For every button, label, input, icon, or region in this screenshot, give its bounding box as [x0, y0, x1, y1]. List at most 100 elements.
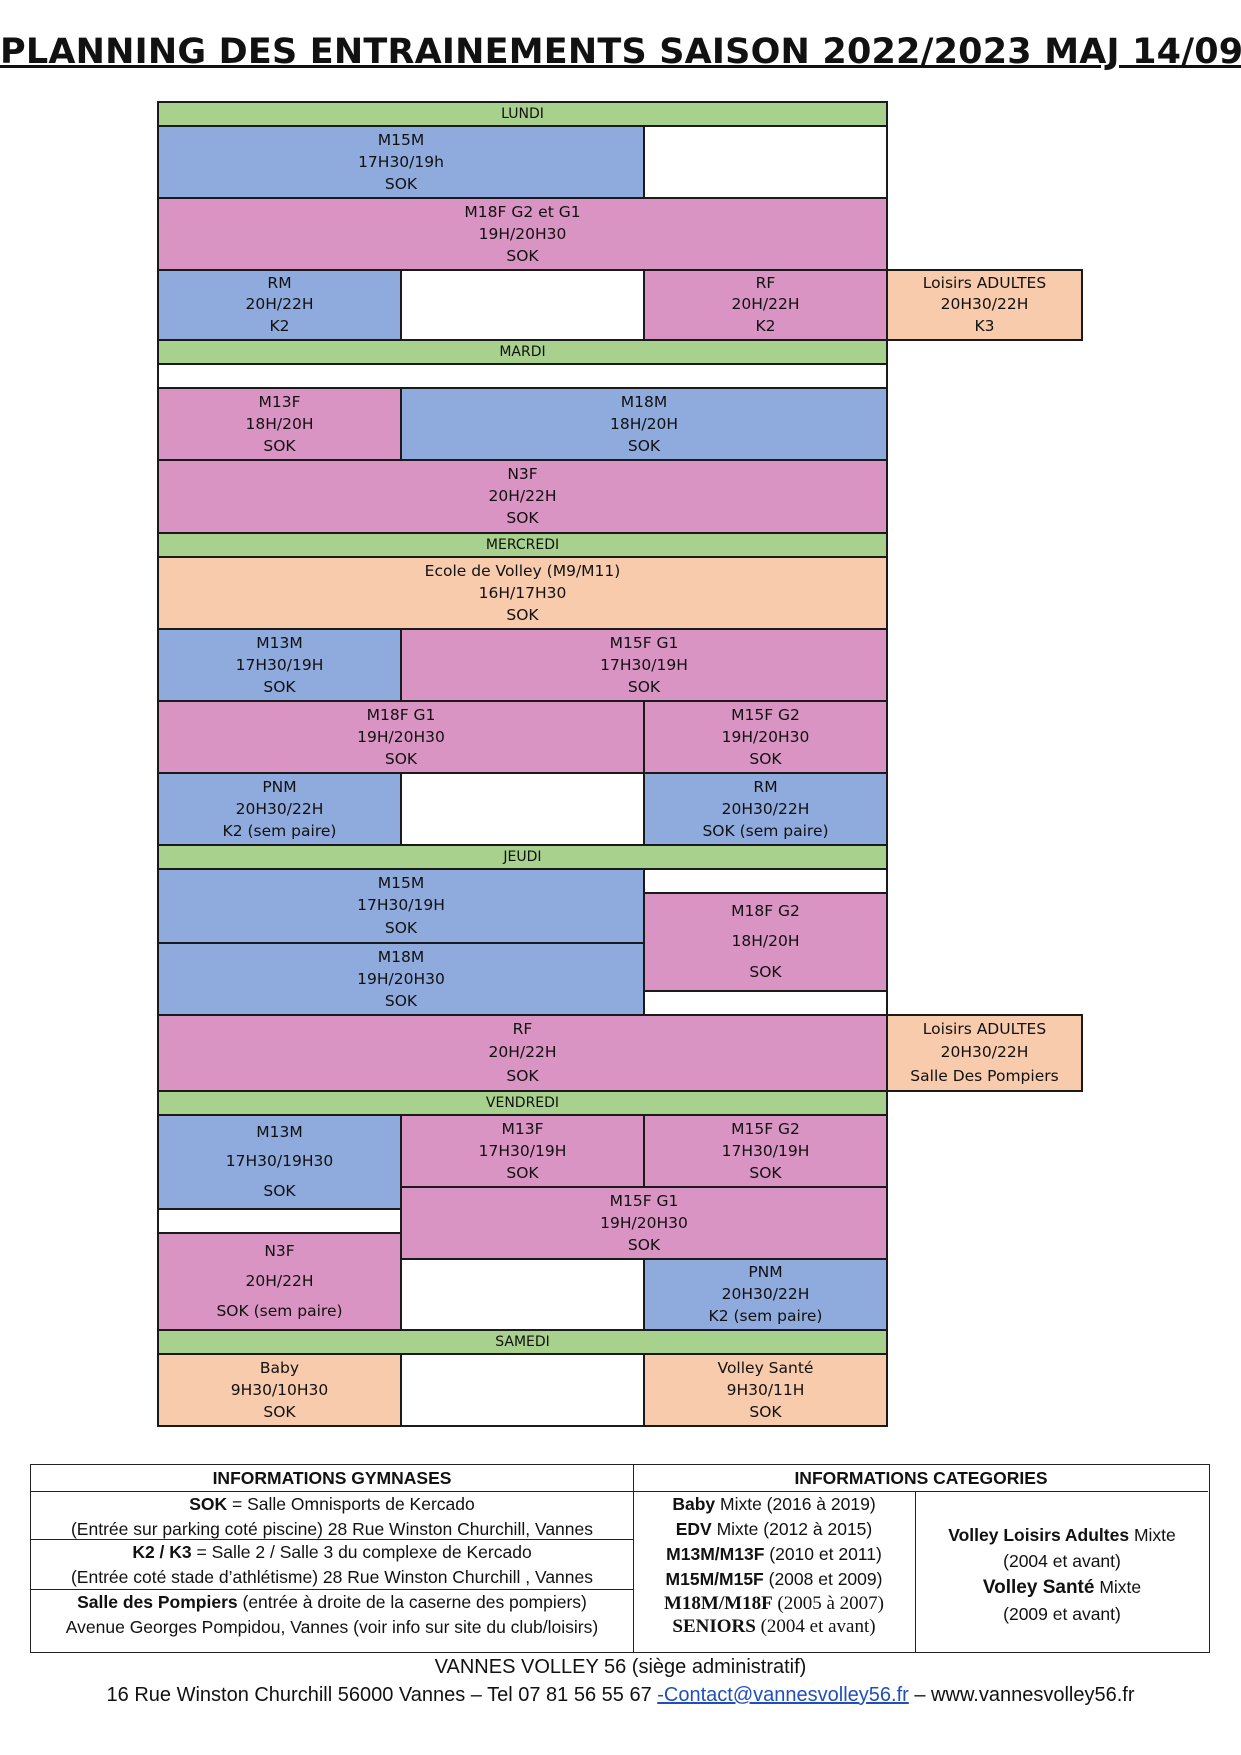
session-time: 20H30/22H	[721, 799, 810, 818]
session-time: 17H30/19H30	[225, 1152, 334, 1171]
session-team: Loisirs ADULTES	[922, 1020, 1047, 1039]
session-team: Volley Santé	[717, 1358, 814, 1377]
page-title: PLANNING DES ENTRAINEMENTS SAISON 2022/2…	[0, 32, 1241, 72]
session-time: 18H/20H	[731, 932, 800, 951]
session-team: M13F	[501, 1119, 544, 1138]
footer-website[interactable]: – www.vannesvolley56.fr	[914, 1684, 1135, 1706]
session-venue: SOK	[749, 749, 782, 768]
session-venue: Salle Des Pompiers	[910, 1066, 1059, 1085]
gym-sok-info: SOK = Salle Omnisports de Kercado (Entré…	[31, 1492, 633, 1542]
session-time: 20H/22H	[245, 1271, 314, 1290]
session-time: 20H30/22H	[721, 1284, 810, 1303]
session-venue: SOK	[384, 174, 418, 193]
session-time: 9H30/11H	[726, 1380, 805, 1399]
session-team: RM	[753, 777, 778, 796]
session-venue: SOK	[263, 677, 296, 696]
session-time: 18H/20H	[245, 414, 314, 433]
sante-years: (2009 et avant)	[1003, 1604, 1121, 1624]
empty-slot	[400, 1258, 645, 1331]
session-time: 17H30/19h	[358, 152, 444, 171]
empty-slot	[643, 125, 888, 199]
info-table: INFORMATIONS GYMNASES INFORMATIONS CATEG…	[30, 1464, 1210, 1653]
gym-k-code: K2 / K3	[132, 1542, 192, 1562]
session-time: 19H/20H30	[478, 224, 567, 243]
session-time: 20H/22H	[488, 486, 557, 505]
session-venue: SOK	[384, 749, 418, 768]
session-team: M18F G1	[366, 705, 436, 724]
session-time: 19H/20H30	[357, 969, 445, 988]
session-cell: M13M 17H30/19H SOK	[157, 628, 402, 702]
category-item: M18M/M18F (2005 à 2007)	[663, 1593, 885, 1614]
session-venue: SOK	[263, 1402, 296, 1421]
session-time: 20H/22H	[731, 295, 800, 314]
session-team: M13M	[256, 633, 303, 652]
session-venue: K2	[269, 316, 290, 335]
gym-pompiers-info: Salle des Pompiers (entrée à droite de l…	[31, 1590, 633, 1640]
session-team: M18F G2 et G1	[464, 202, 581, 221]
session-team: Ecole de Volley (M9/M11)	[424, 561, 621, 580]
session-team: M13F	[258, 392, 301, 411]
session-venue: K2 (sem paire)	[222, 821, 337, 840]
session-team: M15F G1	[609, 633, 679, 652]
session-time: 19H/20H30	[357, 727, 445, 746]
gym-sok-code: SOK	[189, 1494, 228, 1514]
session-time: 17H30/19H	[235, 655, 324, 674]
session-cell: Volley Santé 9H30/11H SOK	[643, 1353, 888, 1427]
empty-slot	[157, 1208, 402, 1234]
loisirs-years: (2004 et avant)	[1003, 1551, 1121, 1571]
footer-org: VANNES VOLLEY 56 (siège administratif)	[434, 1656, 807, 1678]
session-time: 16H/17H30	[478, 583, 567, 602]
session-venue: SOK	[627, 1235, 661, 1254]
gym-sok-name: = Salle Omnisports de Kercado	[232, 1494, 475, 1514]
session-time: 9H30/10H30	[230, 1380, 329, 1399]
empty-slot	[400, 772, 645, 846]
empty-slot	[400, 1353, 645, 1427]
session-venue: K2 (sem paire)	[708, 1306, 823, 1325]
session-team: Baby	[259, 1358, 300, 1377]
session-venue: K2	[755, 316, 776, 335]
footer-email-link[interactable]: -Contact@vannesvolley56.fr	[657, 1684, 909, 1706]
loisirs-info: Volley Loisirs Adultes Mixte (2004 et av…	[915, 1522, 1209, 1627]
session-venue: SOK	[506, 246, 539, 265]
day-header-vendredi: VENDREDI	[157, 1090, 888, 1116]
session-venue: SOK	[506, 509, 539, 528]
day-header-mardi: MARDI	[157, 339, 888, 365]
sante-name: Volley Santé	[982, 1577, 1095, 1598]
session-venue: SOK	[263, 1181, 296, 1200]
session-time: 20H30/22H	[235, 799, 324, 818]
category-item: Baby Mixte (2016 à 2019)	[672, 1494, 876, 1514]
day-header-jeudi: JEUDI	[157, 844, 888, 870]
empty-slot	[400, 269, 645, 341]
category-item: M13M/M13F (2010 et 2011)	[666, 1544, 882, 1564]
gym-k-address: (Entrée coté stade d’athlétisme) 28 Rue …	[70, 1567, 594, 1587]
empty-slot	[643, 990, 888, 1016]
session-venue: SOK	[506, 1163, 539, 1182]
gym-pompiers-name: (entrée à droite de la caserne des pompi…	[242, 1592, 587, 1612]
session-time: 19H/20H30	[600, 1213, 688, 1232]
session-venue: SOK	[749, 1402, 782, 1421]
session-venue: SOK	[749, 963, 782, 982]
session-team: PNM	[262, 777, 297, 796]
category-item: M15M/M15F (2008 et 2009)	[665, 1569, 883, 1589]
footer-contact: 16 Rue Winston Churchill 56000 Vannes – …	[0, 1684, 1241, 1707]
session-time: 17H30/19H	[357, 896, 445, 915]
session-team: M15M	[377, 130, 425, 149]
gym-sok-address: (Entrée sur parking coté piscine) 28 Rue…	[70, 1519, 593, 1539]
category-item: SENIORS (2004 et avant)	[672, 1616, 876, 1637]
session-time: 17H30/19H	[721, 1141, 810, 1160]
session-venue: SOK	[749, 1163, 782, 1182]
day-header-mercredi: MERCREDI	[157, 532, 888, 558]
